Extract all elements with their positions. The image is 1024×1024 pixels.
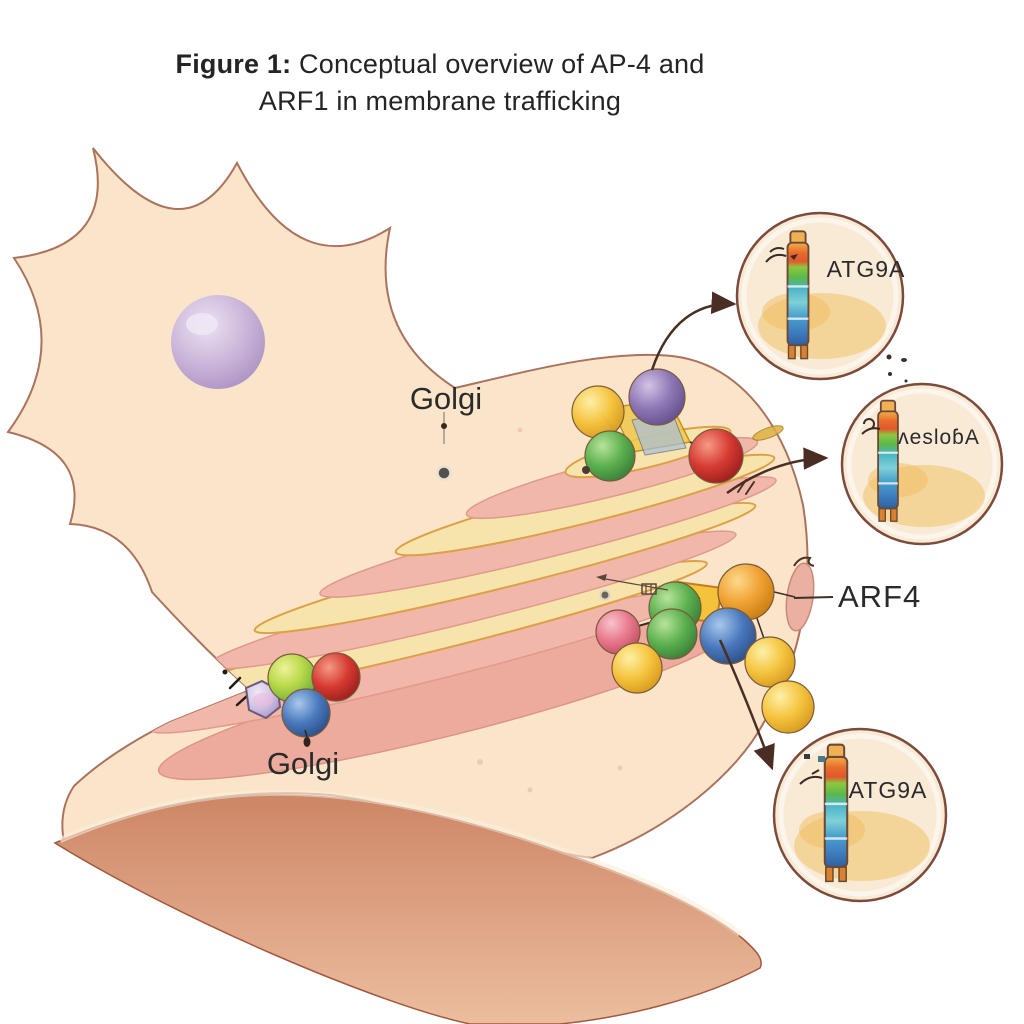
vesicle-label-top: ATG9A	[826, 256, 906, 282]
subunit-sphere-purple	[628, 368, 686, 426]
subunit-sphere-yellow	[571, 385, 625, 439]
arrow-to-bottom-vesicle	[718, 639, 775, 771]
transmembrane-protein-icon	[786, 230, 810, 360]
figure-title-line2: ARF1 in membrane trafficking	[258, 86, 622, 116]
ap4-complex-top	[571, 368, 744, 484]
arf4-label: ARF4	[838, 579, 922, 614]
trafficking-arrows	[650, 291, 829, 771]
membrane-band-highlight	[58, 789, 742, 937]
vesicle-inset-bottom	[772, 727, 948, 903]
vesicle-label-middle: ʌesloɓA	[898, 426, 980, 449]
figure-title-line1: Figure 1: Conceptual overview of AP-4 an…	[175, 49, 705, 79]
vesicle-inset-middle	[840, 382, 1004, 546]
cargo-sphere-yellow	[611, 642, 663, 694]
ap4-complex-right	[595, 563, 815, 734]
transmembrane-protein-icon	[876, 399, 900, 523]
vesicle-label-bottom: ATG9A	[848, 777, 928, 803]
arf4-leader-line	[793, 596, 834, 599]
spindle-fragment	[752, 425, 784, 441]
subunit-sphere-red	[688, 428, 744, 484]
squiggle-marks	[861, 418, 881, 435]
nucleus-highlight	[186, 313, 218, 335]
subunit-sphere-blue	[699, 607, 757, 665]
golgi-label-top: Golgi	[409, 381, 483, 416]
arrow-to-middle-vesicle	[726, 447, 829, 495]
ap4-complex-bottom-left	[222, 652, 361, 738]
speck-marks	[303, 354, 908, 747]
arrow-to-top-vesicle	[650, 291, 737, 371]
subunit-sphere-red	[311, 652, 361, 702]
membrane-band	[53, 794, 762, 1024]
vesicle-inset-top	[735, 211, 905, 381]
figure-title: Figure 1: Conceptual overview of AP-4 an…	[90, 46, 790, 120]
squiggle-marks	[765, 247, 798, 263]
cargo-sphere-yellow	[744, 636, 796, 688]
subunit-sphere-green	[584, 430, 636, 482]
figure-number: Figure 1:	[175, 49, 292, 79]
subunit-sphere-blue	[281, 688, 331, 738]
squiggle-marks	[799, 754, 825, 785]
transmembrane-protein-icon	[823, 743, 849, 883]
subunit-sphere-green	[646, 608, 698, 660]
golgi-label-bottom: Golgi	[266, 746, 340, 781]
cargo-sphere-yellow	[761, 680, 815, 734]
nucleus	[171, 295, 265, 389]
